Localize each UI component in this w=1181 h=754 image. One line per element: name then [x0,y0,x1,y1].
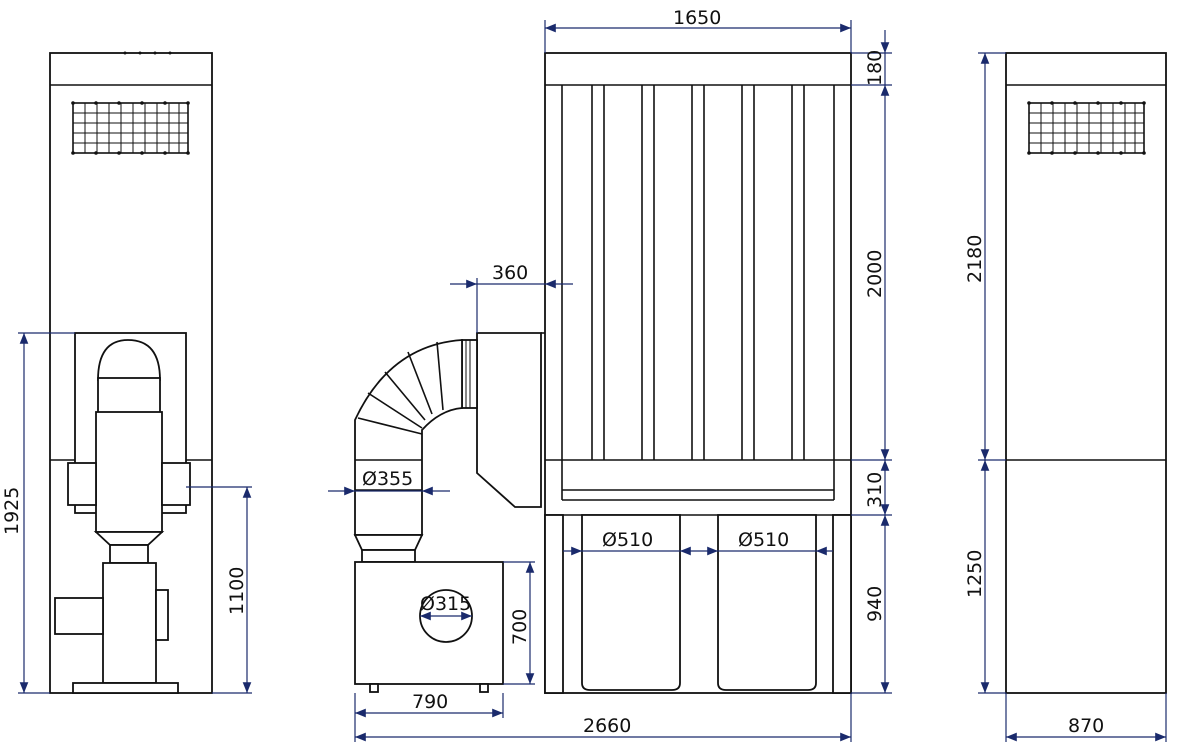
dim-duct-diameter: Ø355 [328,468,450,496]
dim-label-510-a: Ø510 [602,529,653,551]
dim-inlet-offset: 360 [450,262,573,333]
dim-label-700: 700 [509,609,531,645]
dim-label-180: 180 [864,50,886,86]
dim-left-total: 1925 [1,332,75,694]
dim-bin-2: Ø510 [700,529,833,556]
dim-right-lower: 1250 [964,460,1006,694]
dim-label-940: 940 [864,586,886,622]
dim-label-870: 870 [1068,715,1104,737]
dim-hopper-height: 310 [851,460,892,516]
dim-label-2660: 2660 [583,715,631,737]
dim-label-355: Ø355 [362,468,413,490]
dim-top-width: 1650 [544,7,852,53]
dim-header-height: 180 [851,30,892,86]
left-side-view [49,51,213,694]
top-bolts [123,51,172,55]
dim-total-length: 2660 [355,693,852,742]
dim-label-1650: 1650 [673,7,721,29]
dim-leg-height: 940 [851,515,892,694]
dim-label-510-b: Ø510 [738,529,789,551]
dim-label-790: 790 [412,691,448,713]
dim-label-360: 360 [492,262,528,284]
dim-label-2180: 2180 [964,235,986,283]
dim-fanbox-width: 790 [354,691,504,742]
dim-right-upper: 2180 [964,52,1006,461]
dim-label-1100: 1100 [226,567,248,615]
dim-label-315: Ø315 [420,593,471,615]
right-side-view [1005,52,1167,694]
duct-elbow [353,339,478,563]
dim-right-width: 870 [1005,693,1167,742]
front-view [353,52,852,694]
filter-columns [561,85,835,460]
dim-left-lower: 1100 [186,486,252,694]
dim-label-2000: 2000 [864,250,886,298]
dim-filter-height: 2000 [851,85,892,461]
vent-grille-right [1027,101,1146,155]
dim-label-310: 310 [864,472,886,508]
vent-grille-left [71,101,190,155]
dim-label-1250: 1250 [964,550,986,598]
dim-label-1925: 1925 [1,487,23,535]
dim-bin-1: Ø510 [563,529,700,556]
dim-fanbox-height: 700 [503,561,535,685]
dim-inlet-diameter: Ø315 [420,593,472,621]
